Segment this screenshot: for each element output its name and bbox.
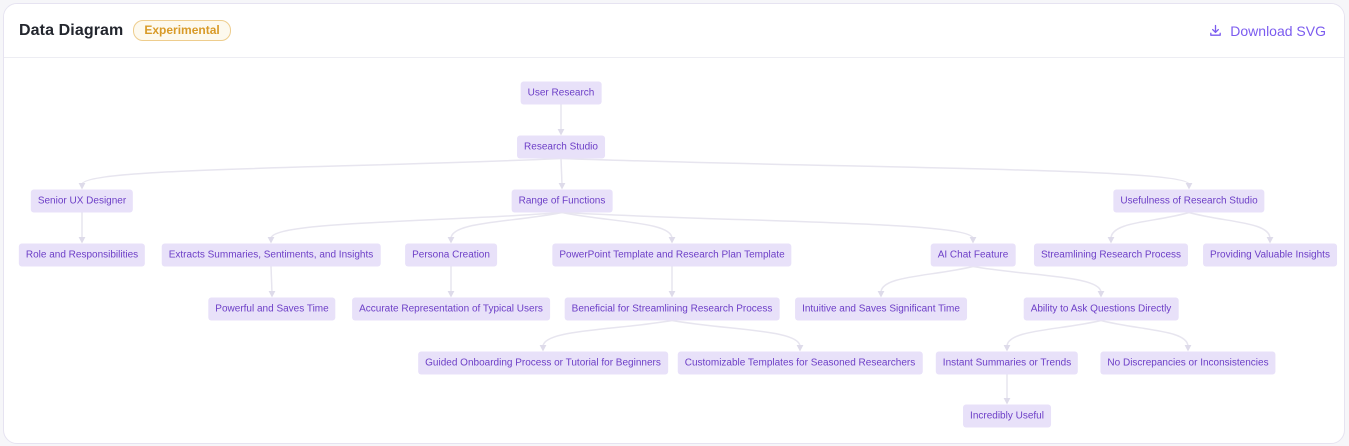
diagram-node-ability-ask-questions: Ability to Ask Questions Directly xyxy=(1023,297,1179,321)
diagram-edge-arrowhead xyxy=(1184,345,1192,352)
diagram-edge xyxy=(81,157,562,185)
diagram-edge-arrowhead xyxy=(1097,291,1105,298)
download-svg-button[interactable]: Download SVG xyxy=(1208,23,1326,39)
diagram-node-role-responsibilities: Role and Responsibilities xyxy=(18,243,146,267)
diagram-edge-arrowhead xyxy=(267,237,275,244)
diagram-node-research-studio: Research Studio xyxy=(517,135,605,159)
diagram-node-ppt-template: PowerPoint Template and Research Plan Te… xyxy=(552,243,792,267)
diagram-node-customizable-templates: Customizable Templates for Seasoned Rese… xyxy=(677,351,923,375)
diagram-node-range-of-functions: Range of Functions xyxy=(511,189,613,213)
diagram-node-guided-onboarding: Guided Onboarding Process or Tutorial fo… xyxy=(418,351,668,375)
diagram-node-incredibly-useful: Incredibly Useful xyxy=(963,404,1051,428)
diagram-node-extracts-summaries: Extracts Summaries, Sentiments, and Insi… xyxy=(161,243,381,267)
diagram-edge-arrowhead xyxy=(447,237,455,244)
diagram-edge xyxy=(450,211,563,239)
diagram-edge-arrowhead xyxy=(1185,183,1193,190)
diagram-edge xyxy=(561,211,673,239)
diagram-edge xyxy=(1100,319,1189,347)
diagram-edge xyxy=(270,266,273,293)
diagram-node-no-discrepancies: No Discrepancies or Inconsistencies xyxy=(1100,351,1276,375)
diagram-edge-arrowhead xyxy=(668,237,676,244)
diagram-edge xyxy=(270,211,563,239)
panel-title: Data Diagram xyxy=(19,21,124,39)
diagram-edge xyxy=(1188,211,1271,239)
diagram-edge-arrowhead xyxy=(557,129,565,136)
diagram-edges xyxy=(78,104,1274,405)
diagram-node-providing-insights: Providing Valuable Insights xyxy=(1203,243,1337,267)
diagram-edge xyxy=(561,211,974,239)
diagram-edge xyxy=(560,158,563,185)
diagram-edge xyxy=(542,319,673,347)
diagram-edge-arrowhead xyxy=(668,291,676,298)
diagram-edge-arrowhead xyxy=(447,291,455,298)
diagram-node-accurate-representation: Accurate Representation of Typical Users xyxy=(352,297,550,321)
diagram-edge-arrowhead xyxy=(78,237,86,244)
diagram-edge-arrowhead xyxy=(1266,237,1274,244)
panel-card: Data Diagram Experimental Download SVG U… xyxy=(3,3,1345,444)
diagram-edge xyxy=(880,265,974,293)
download-icon xyxy=(1208,23,1223,38)
diagram-edge xyxy=(1110,211,1190,239)
diagram-edge-arrowhead xyxy=(877,291,885,298)
diagram-edge xyxy=(972,265,1102,293)
diagram-node-beneficial-streamlining: Beneficial for Streamlining Research Pro… xyxy=(564,297,780,321)
diagram-edge xyxy=(671,319,801,347)
diagram-edge-arrowhead xyxy=(558,183,566,190)
diagram-edge xyxy=(1006,319,1102,347)
download-svg-label: Download SVG xyxy=(1230,22,1326,39)
diagram-edge-arrowhead xyxy=(969,237,977,244)
experimental-badge: Experimental xyxy=(133,20,231,41)
diagram-node-usefulness: Usefulness of Research Studio xyxy=(1113,189,1265,213)
diagram-edge-arrowhead xyxy=(796,345,804,352)
diagram-edge-arrowhead xyxy=(268,291,276,298)
diagram-edge-arrowhead xyxy=(1003,398,1011,405)
panel-header: Data Diagram Experimental Download SVG xyxy=(4,4,1344,58)
diagram-node-intuitive-saves-time: Intuitive and Saves Significant Time xyxy=(795,297,967,321)
diagram-node-powerful-saves-time: Powerful and Saves Time xyxy=(208,297,336,321)
diagram-node-user-research: User Research xyxy=(520,81,602,105)
diagram-edge xyxy=(560,157,1190,186)
diagram-edge-arrowhead xyxy=(1107,237,1115,244)
diagram-edge-arrowhead xyxy=(539,345,547,352)
diagram-node-persona-creation: Persona Creation xyxy=(405,243,497,267)
diagram-node-ai-chat-feature: AI Chat Feature xyxy=(930,243,1016,267)
diagram-node-instant-summaries: Instant Summaries or Trends xyxy=(935,351,1079,375)
diagram-edge-arrowhead xyxy=(1003,345,1011,352)
diagram-node-streamlining: Streamlining Research Process xyxy=(1033,243,1189,267)
diagram-edge-arrowhead xyxy=(78,183,86,190)
diagram-node-senior-ux-designer: Senior UX Designer xyxy=(30,189,134,213)
